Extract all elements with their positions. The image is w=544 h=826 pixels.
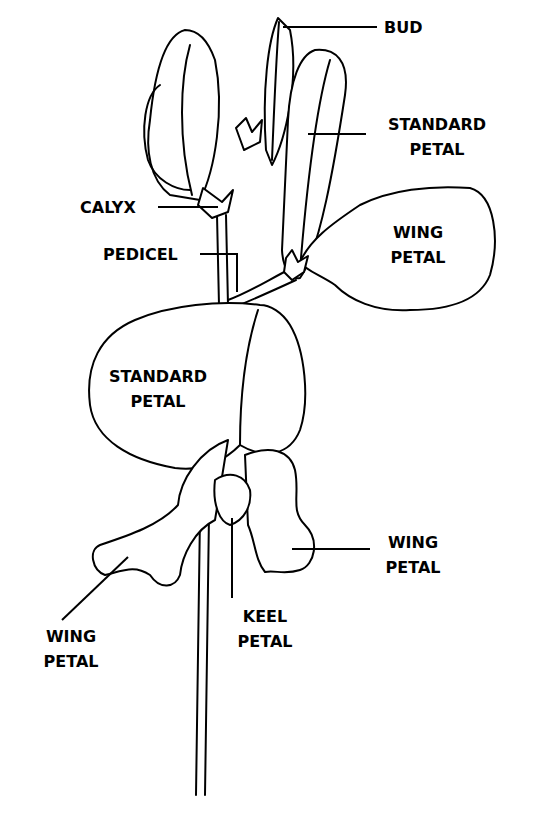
part-label: PEDICEL <box>103 242 178 267</box>
part-label: BUD <box>384 15 422 40</box>
leader-line <box>200 254 237 292</box>
wing-petal-shape <box>300 187 495 310</box>
leader-line <box>231 518 233 598</box>
leader-line <box>292 548 370 550</box>
part-label: WING PETAL <box>378 220 458 270</box>
wing-petal-shape <box>245 450 314 572</box>
pedicel <box>217 215 228 305</box>
petal-fold <box>240 310 258 445</box>
part-label: CALYX <box>80 195 136 220</box>
calyx-shape <box>198 188 233 218</box>
bud-fold <box>272 22 279 160</box>
part-label: STANDARD PETAL <box>98 364 218 414</box>
part-label: STANDARD PETAL <box>377 112 497 162</box>
keel-petal-shape <box>214 475 250 525</box>
calyx-shape <box>284 250 308 280</box>
part-label: KEEL PETAL <box>225 604 305 654</box>
leader-line <box>62 557 128 620</box>
stem <box>196 515 209 795</box>
part-label: WING PETAL <box>373 530 453 580</box>
leader-line <box>158 206 218 208</box>
wing-petal-shape <box>93 440 228 586</box>
part-label: WING PETAL <box>31 624 111 674</box>
flower-shape <box>148 30 219 200</box>
small-bud <box>236 118 262 150</box>
petal-fold <box>182 45 192 195</box>
standard-petal-shape <box>89 303 305 469</box>
leader-line <box>283 26 377 28</box>
leader-line <box>308 133 366 135</box>
